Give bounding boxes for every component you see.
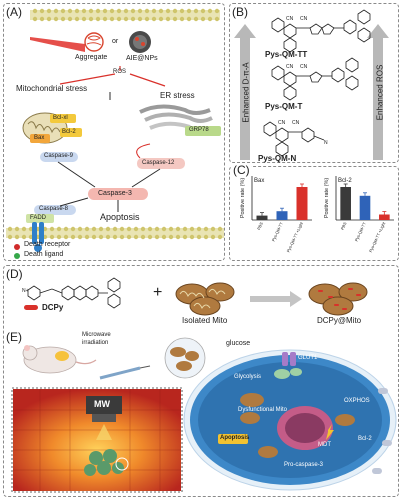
fadd-label: FADD — [30, 215, 47, 221]
oxphos-label: OXPHOS — [344, 398, 370, 404]
panel-a-label: (A) — [6, 5, 22, 19]
tick-label: PBS — [256, 221, 264, 231]
y-axis-label: Positive rate (%) — [324, 178, 330, 219]
mw-label: MW — [94, 399, 110, 409]
bcl-xl-label: Bcl-xl — [53, 115, 68, 121]
caspase-8-label: Caspase-8 — [39, 206, 69, 212]
bcl-2-label: Bcl-2 — [62, 129, 76, 135]
bar — [296, 187, 308, 220]
aggregate-icon — [84, 32, 104, 52]
panel-d — [3, 265, 399, 497]
dcpy-mito-icon — [308, 282, 368, 316]
y-axis-label: Positive rate (%) — [240, 178, 246, 219]
er-stress-label: ER stress — [160, 91, 195, 100]
tick-label: PBS — [340, 221, 348, 231]
caspase-9-label: Caspase-9 — [44, 153, 74, 159]
mdt-label: MDT — [318, 442, 331, 448]
chart-title: Bax — [254, 178, 264, 184]
panel-b-label: (B) — [232, 5, 248, 19]
bcl2-e-label: Bcl-2 — [358, 436, 372, 442]
panel-e-label: (E) — [6, 330, 22, 344]
grp78-label: GRP78 — [189, 127, 209, 133]
death-ligand-label: Death ligand — [24, 251, 64, 258]
panel-d-label: (D) — [6, 267, 23, 281]
bottom-membrane — [6, 226, 224, 240]
svg-text:CN: CN — [286, 16, 294, 22]
light-beam — [30, 37, 85, 52]
death-receptor-label: Death receptor — [24, 241, 71, 248]
compound-t-label: Pys-QM-T — [265, 102, 303, 111]
aggregate-label: Aggregate — [75, 54, 108, 61]
chart-title: Bcl-2 — [338, 178, 352, 184]
bar — [276, 211, 288, 220]
ros-label: ROS — [113, 69, 127, 75]
isolated-mito-icon — [175, 282, 235, 316]
bar — [379, 214, 390, 220]
isolated-mito-label: Isolated Mito — [182, 316, 228, 325]
syringe-icon — [99, 365, 151, 380]
caspase-12-label: Caspase-12 — [142, 160, 175, 166]
glucose-label: glucose — [226, 340, 251, 347]
bar — [359, 195, 371, 220]
svg-text:CN: CN — [300, 16, 308, 22]
mouse-icon — [22, 345, 97, 374]
svg-text:CN: CN — [278, 120, 286, 126]
glut1-label: GLUT1 — [298, 355, 318, 361]
panel-b — [229, 3, 399, 163]
svg-text:N+: N+ — [22, 288, 29, 294]
svg-text:N: N — [324, 140, 328, 146]
mito-stress-label: Mitochondrial stress — [16, 84, 88, 93]
dcpy-mito-label: DCPy@Mito — [317, 316, 362, 325]
aie-nanoparticle-icon — [129, 31, 151, 53]
glycolysis-label: Glycolysis — [234, 374, 262, 380]
aie-nps-label: AIE@NPs — [126, 55, 158, 62]
bar — [340, 187, 351, 220]
death-receptor-icon — [32, 222, 44, 252]
er-icon — [139, 104, 213, 130]
panel-c-label: (C) — [232, 163, 251, 177]
apoptosis-e-label: Apoptosis — [220, 435, 250, 441]
cell-icon — [183, 349, 397, 491]
panel-a — [3, 3, 225, 261]
apoptosis-label: Apoptosis — [100, 212, 140, 222]
dcpy-label: DCPy — [42, 303, 64, 312]
bax-label: Bax — [34, 135, 45, 141]
dysfunctional-mito-label: Dysfunctional Mito — [238, 407, 288, 413]
svg-text:CN: CN — [300, 64, 308, 70]
pro-caspase-label: Pro-caspase-3 — [284, 462, 324, 468]
svg-text:CN: CN — [292, 120, 300, 126]
caspase-3-label: Caspase-3 — [98, 190, 132, 197]
bar — [256, 215, 268, 220]
compound-tt-label: Pys-QM-TT — [265, 50, 308, 59]
svg-text:CN: CN — [286, 64, 294, 70]
or-label: or — [112, 38, 119, 45]
compound-n-label: Pys-QM-N — [258, 154, 297, 163]
microwave-label: Microwave irradiation — [82, 332, 111, 346]
plus-label: + — [153, 284, 163, 301]
panel-c — [229, 166, 399, 261]
top-membrane — [30, 8, 220, 22]
